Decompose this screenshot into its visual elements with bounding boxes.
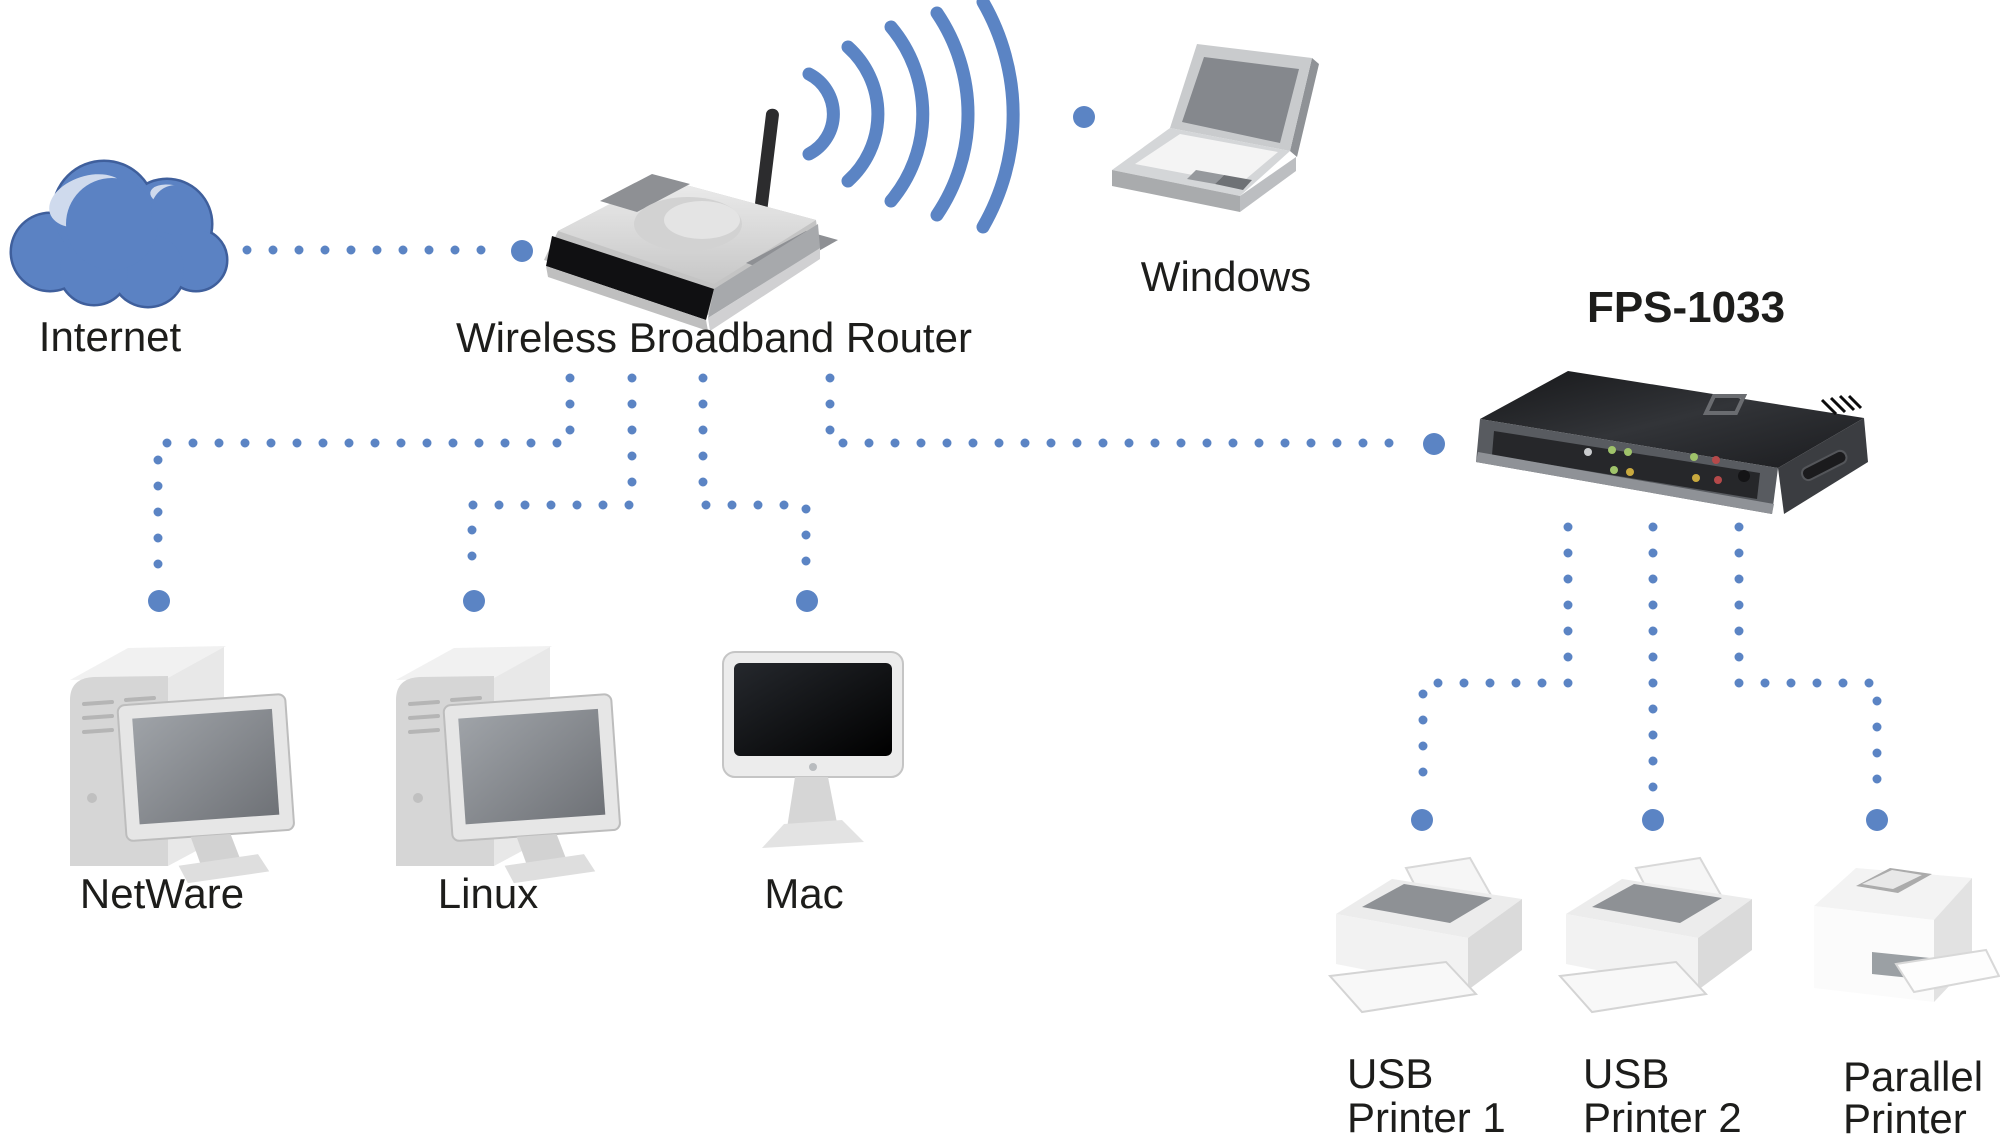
connection-router-netware: [153, 373, 575, 585]
linux-computer-icon: [394, 644, 626, 890]
parallel-printer-label: Parallel Printer: [1843, 1053, 1983, 1136]
server-leds: [1584, 446, 1750, 484]
server-power-button: [1738, 470, 1750, 482]
laptop-touchpad-button: [1215, 175, 1252, 190]
router-front-right: [708, 224, 820, 318]
router-antenna: [754, 108, 779, 215]
laptop-touchpad: [1187, 170, 1224, 184]
svg-text:Printer 2: Printer 2: [1583, 1094, 1742, 1136]
router-pad-left: [600, 174, 690, 212]
server-parallel-port: [1800, 449, 1848, 482]
endpoint-dot-router: [511, 240, 533, 262]
endpoint-dot-laptop: [1073, 106, 1095, 128]
connection-router-mac: [698, 373, 811, 585]
usb-printer-1-label: USB Printer 1: [1347, 1050, 1506, 1136]
endpoint-dot-usbprinter1: [1411, 809, 1433, 831]
parallel-printer-icon: [1814, 868, 2000, 1002]
server-vents: [1820, 394, 1863, 416]
connection-router-linux: [467, 373, 637, 585]
laptop-lid-edge: [1290, 58, 1319, 157]
wireless-router-icon: [544, 108, 838, 331]
apple-logo-icon: [809, 763, 817, 771]
wifi-arc-5: [976, 0, 1020, 234]
laser-paper-out: [1894, 948, 2000, 994]
connection-server-usbprinter1: [1418, 522, 1573, 800]
usb-printer-2-icon: [1559, 857, 1753, 1013]
server-front-lip: [1476, 452, 1774, 514]
server-logo: [1702, 394, 1748, 415]
internet-label: Internet: [39, 313, 182, 360]
laptop-keyboard: [1135, 134, 1278, 184]
internet-cloud-icon: [9, 159, 229, 309]
laptop-front-side: [1112, 170, 1240, 212]
mac-computer-icon: [722, 651, 904, 848]
mac-screen: [734, 663, 892, 756]
endpoint-dot-linux: [463, 590, 485, 612]
windows-laptop-icon: [1112, 44, 1319, 212]
endpoint-dot-mac: [796, 590, 818, 612]
router-label: Wireless Broadband Router: [456, 314, 972, 361]
print-server-label: FPS-1033: [1587, 283, 1785, 332]
endpoint-dot-printserver: [1423, 433, 1445, 455]
linux-label: Linux: [438, 870, 538, 917]
server-front-recess: [1492, 431, 1760, 499]
mac-label: Mac: [764, 870, 843, 917]
laptop-screen: [1182, 57, 1299, 143]
server-top: [1480, 371, 1864, 468]
svg-text:Parallel: Parallel: [1843, 1053, 1983, 1100]
wifi-arc-4: [930, 6, 975, 222]
wifi-arc-2: [841, 40, 885, 188]
endpoint-dot-netware: [148, 590, 170, 612]
svg-text:USB: USB: [1347, 1050, 1433, 1097]
router-lip-right: [708, 248, 820, 331]
mac-stand: [787, 777, 838, 828]
usb-printer-2-label: USB Printer 2: [1583, 1050, 1742, 1136]
connection-server-parallelprinter: [1734, 522, 1882, 800]
svg-text:USB: USB: [1583, 1050, 1669, 1097]
connection-router-printserver: [825, 373, 1417, 448]
router-lip-left: [546, 266, 708, 331]
print-server-icon: [1476, 371, 1868, 514]
wifi-arc-3: [884, 20, 930, 208]
connection-lines: [148, 240, 1888, 831]
endpoint-dot-usbprinter2: [1642, 809, 1664, 831]
usb-printer-1-icon: [1329, 857, 1523, 1013]
netware-computer-icon: [68, 644, 300, 890]
cloud-highlight: [49, 174, 201, 270]
laptop-right-side: [1240, 157, 1296, 212]
laser-tray-paper: [1862, 870, 1922, 889]
windows-label: Windows: [1141, 253, 1311, 300]
wifi-waves-icon: [802, 0, 1095, 234]
router-front-panel: [546, 236, 714, 320]
svg-text:Printer 1: Printer 1: [1347, 1094, 1506, 1136]
svg-text:Printer: Printer: [1843, 1095, 1967, 1136]
endpoint-dot-parallelprinter: [1866, 809, 1888, 831]
router-dome-sheen: [664, 201, 740, 239]
mac-foot: [762, 820, 864, 848]
wifi-arc-1: [802, 67, 840, 161]
laser-top: [1814, 868, 1972, 920]
netware-label: NetWare: [80, 870, 244, 917]
